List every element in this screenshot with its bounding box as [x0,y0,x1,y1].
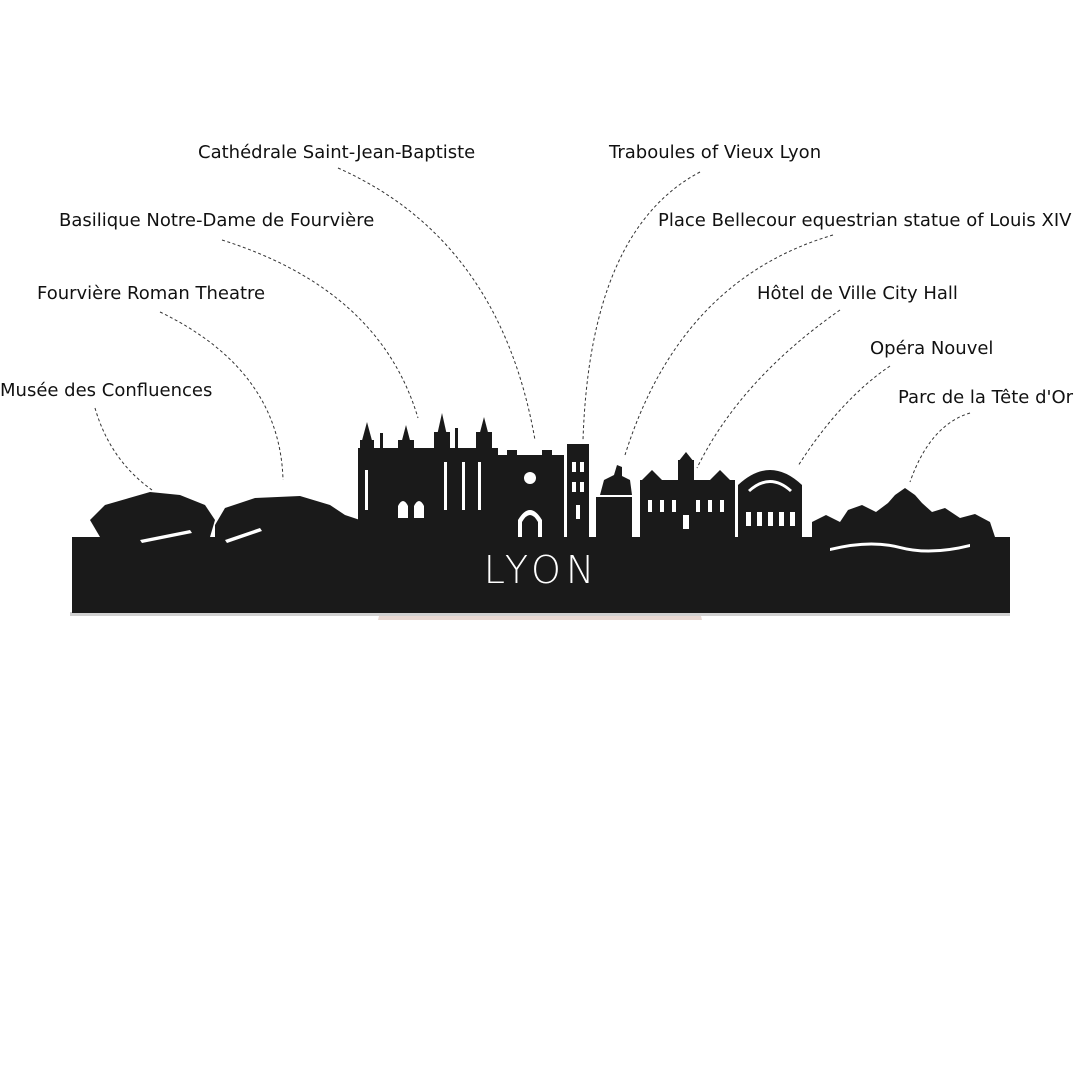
confluences-detail [140,530,192,543]
leader-line-parc-tete-dor [909,412,971,483]
label-parc-tete-dor: Parc de la Tête d'Or [898,387,1074,408]
label-basilique-notre-dame: Basilique Notre-Dame de Fourvière [59,210,375,231]
leader-line-fourviere-roman-theatre [159,311,284,481]
basilique-window-3 [462,462,465,510]
opera-dome-line [748,480,792,492]
opera-arch-2 [757,512,762,526]
leader-line-opera-nouvel [797,365,891,467]
stand-shadow [70,612,1010,616]
traboules-window-2 [580,462,584,472]
roman-theatre-shape [215,496,370,537]
traboules-window-4 [580,482,584,492]
hotel-window-5 [708,500,712,512]
opera-arch-3 [768,512,773,526]
opera-arch-1 [746,512,751,526]
basilique-arch-1 [398,501,408,518]
park-detail [830,542,970,553]
base-plate [72,537,1010,613]
leader-line-place-bellecour [624,234,834,456]
theatre-detail [225,528,262,543]
label-hotel-de-ville: Hôtel de Ville City Hall [757,283,958,304]
leader-line-cathedrale-saint-jean [337,167,536,441]
hotel-window-2 [660,500,664,512]
basilique-shape [358,413,498,537]
bellecour-statue-shape [596,465,632,537]
label-place-bellecour: Place Bellecour equestrian statue of Lou… [658,210,1072,231]
cathedrale-portal [518,510,542,537]
cathedrale-shape [496,450,564,537]
cathedrale-rose-window [524,472,536,484]
label-fourviere-roman-theatre: Fourvière Roman Theatre [37,283,266,304]
basilique-window-2 [444,462,447,510]
leader-line-musee-des-confluences [94,407,153,491]
basilique-window-4 [478,462,481,510]
musee-des-confluences-shape [90,492,215,537]
traboules-window-1 [572,462,576,472]
hotel-window-4 [696,500,700,512]
hotel-door [683,515,689,529]
opera-arch-5 [790,512,795,526]
basilique-arch-2 [414,501,424,518]
leader-line-hotel-de-ville [696,309,841,469]
basilique-window-1 [365,470,368,510]
traboules-window-3 [572,482,576,492]
traboules-window-5 [576,505,580,519]
parc-tete-dor-shape [812,488,995,537]
label-musee-des-confluences: Musée des Confluences [0,380,213,401]
leader-line-basilique-notre-dame [221,239,419,419]
label-cathedrale-saint-jean: Cathédrale Saint-Jean-Baptiste [198,142,476,163]
opera-arch-4 [779,512,784,526]
traboules-shape [567,444,589,537]
city-name: LYON [483,548,600,592]
label-opera-nouvel: Opéra Nouvel [870,338,994,359]
leader-line-traboules [582,171,701,441]
hotel-window-3 [672,500,676,512]
label-traboules: Traboules of Vieux Lyon [609,142,822,163]
hotel-window-1 [648,500,652,512]
hotel-window-6 [720,500,724,512]
